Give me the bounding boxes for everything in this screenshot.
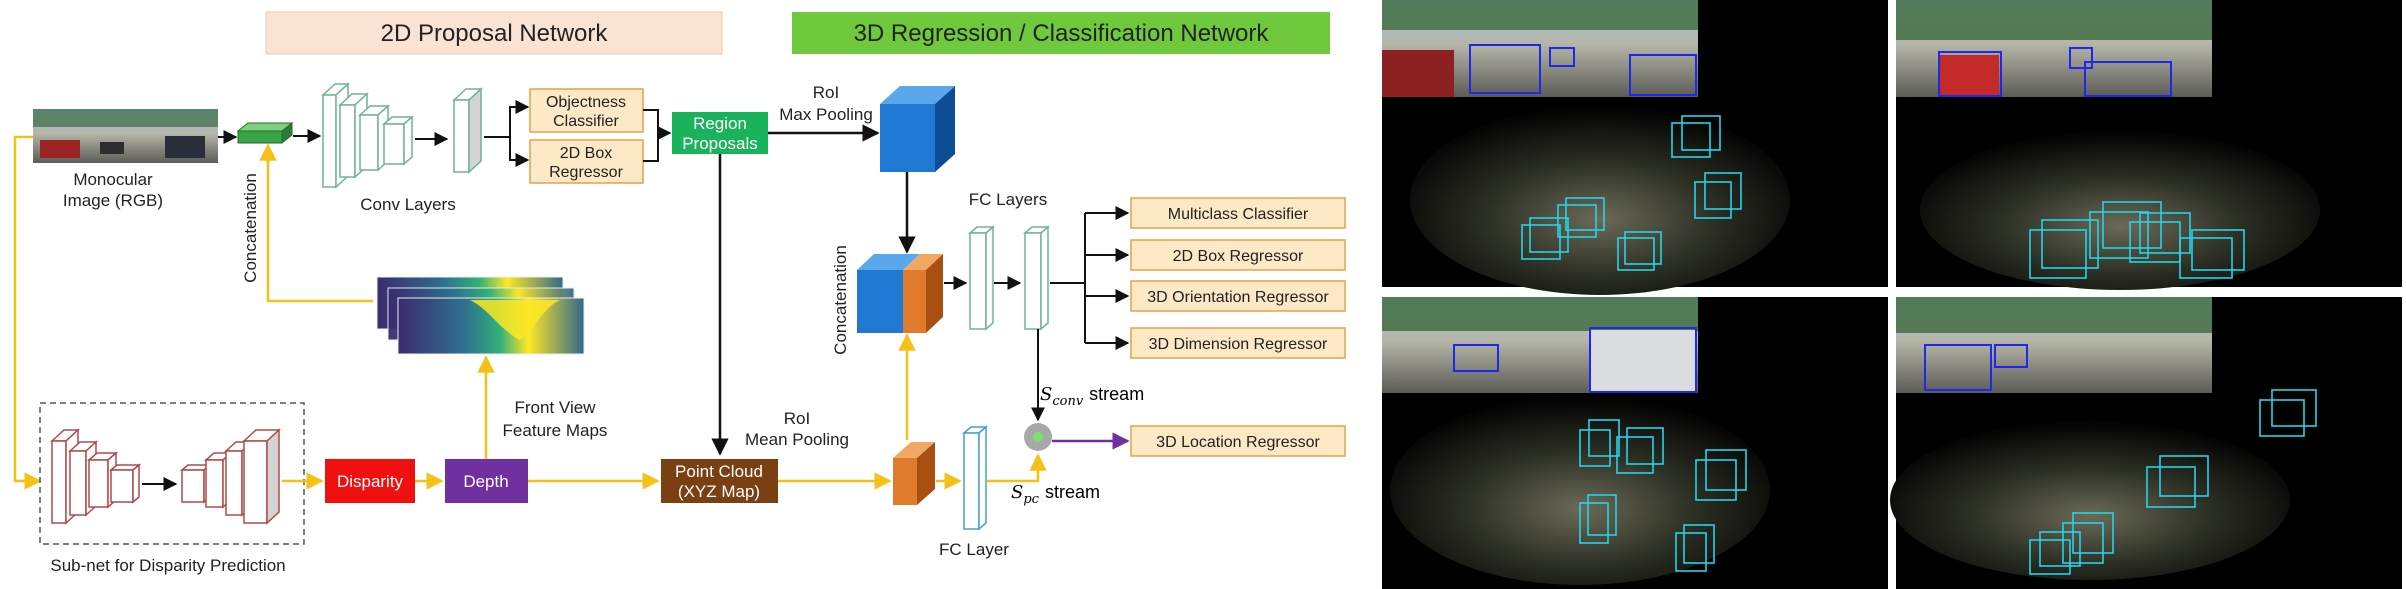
concatenation-label-left: Concatenation: [241, 173, 260, 283]
fusion-node: [1024, 423, 1052, 451]
objectness-classifier-box: Objectness Classifier: [529, 88, 644, 133]
result-panel-top-left: [1382, 0, 1888, 295]
front-view-label-line1: Front View: [515, 398, 597, 417]
conv-layers: [321, 82, 483, 189]
box2d-label-line2: Regressor: [549, 164, 623, 181]
depth-label: Depth: [463, 472, 508, 491]
roi-max-label-line1: RoI: [813, 83, 839, 102]
roi-mean-pooled-cuboid: [893, 442, 935, 505]
output-3d-location-regressor: 3D Location Regressor: [1130, 425, 1346, 457]
arrow-to-objectness: [484, 100, 530, 138]
fc-layer-label: FC Layer: [939, 540, 1009, 559]
header-regression-network: 3D Regression / Classification Network: [792, 12, 1330, 54]
fc-layers-label: FC Layers: [969, 190, 1047, 209]
box2d-label-line1: 2D Box: [560, 145, 612, 162]
disparity-box: Disparity: [325, 459, 415, 503]
output-multiclass-classifier: Multiclass Classifier: [1130, 197, 1346, 229]
objectness-label-line2: Classifier: [553, 113, 619, 130]
roi-max-label-line2: Max Pooling: [779, 105, 873, 124]
result-panel-bottom-right: [1890, 297, 2402, 589]
pointcloud-label-line2: (XYZ Map): [678, 482, 760, 501]
disparity-subnet: [39, 402, 305, 545]
disparity-label: Disparity: [337, 472, 404, 491]
front-view-feature-maps: [376, 276, 585, 355]
region-label-line2: Proposals: [682, 134, 758, 153]
concatenation-slab-left: [236, 121, 294, 145]
output-label-2: 2D Box Regressor: [1173, 248, 1304, 265]
concatenated-cube: [857, 254, 943, 333]
output-label-4: 3D Dimension Regressor: [1149, 336, 1328, 353]
arrow-fc-to-fusion: [987, 453, 1047, 483]
arrow-objectness-to-region: [643, 109, 672, 140]
output-3d-orientation-regressor: 3D Orientation Regressor: [1130, 280, 1346, 312]
subnet-label: Sub-net for Disparity Prediction: [50, 556, 285, 575]
header-proposal-label: 2D Proposal Network: [381, 20, 609, 47]
box2d-regressor-box: 2D Box Regressor: [529, 139, 644, 184]
fc-layers: [967, 225, 1051, 331]
concatenation-label-right: Concatenation: [831, 245, 850, 355]
arrow-to-box2d: [509, 137, 530, 167]
depth-box: Depth: [445, 459, 528, 503]
fc-output-fanout: [1050, 213, 1086, 343]
region-label-line1: Region: [693, 114, 747, 133]
output-3d-dimension-regressor: 3D Dimension Regressor: [1130, 327, 1346, 359]
monocular-label-line1: Monocular: [73, 170, 153, 189]
header-regression-label: 3D Regression / Classification Network: [854, 20, 1270, 47]
roi-mean-label-line1: RoI: [784, 409, 810, 428]
front-view-label-line2: Feature Maps: [503, 421, 608, 440]
conv-layers-label: Conv Layers: [360, 195, 455, 214]
output-2d-box-regressor: 2D Box Regressor: [1130, 239, 1346, 271]
result-panel-top-right: [1896, 0, 2402, 290]
arrow-box2d-to-region: [643, 133, 659, 162]
output-label-5: 3D Location Regressor: [1156, 434, 1320, 451]
region-proposals-box: Region Proposals: [672, 112, 768, 154]
result-panel-bottom-left: [1382, 297, 1888, 589]
output-label-1: Multiclass Classifier: [1168, 206, 1309, 223]
roi-mean-label-line2: Mean Pooling: [745, 430, 849, 449]
objectness-label-line1: Objectness: [546, 94, 626, 111]
header-proposal-network: 2D Proposal Network: [265, 11, 723, 55]
point-cloud-box: Point Cloud (XYZ Map): [661, 459, 778, 503]
roi-max-pooled-cube: [880, 86, 955, 172]
monocular-image: [33, 109, 218, 163]
pointcloud-label-line1: Point Cloud: [675, 462, 763, 481]
output-label-3: 3D Orientation Regressor: [1147, 289, 1329, 306]
monocular-label-line2: Image (RGB): [63, 191, 163, 210]
fc-layer-pc: [961, 425, 989, 531]
